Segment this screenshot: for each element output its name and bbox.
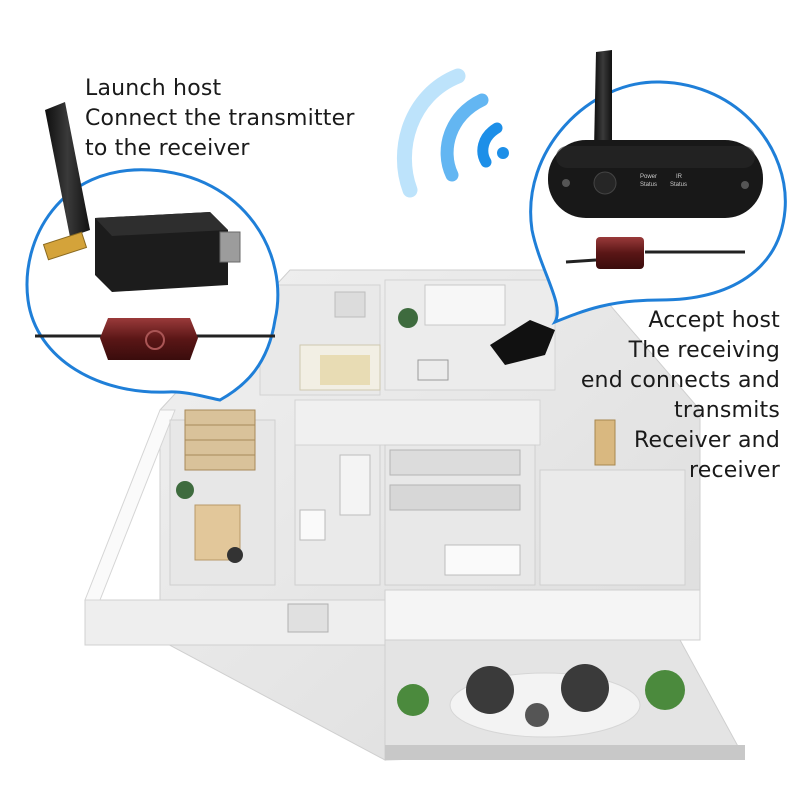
study-chair [227,547,243,563]
ir-status-label-line1: IR [676,174,683,180]
transmitter-antenna [45,102,90,237]
balcony-railing [385,745,745,760]
kitchen-cabinets [389,449,521,476]
ir-sensor-right [596,237,644,269]
transmitter-port [219,231,241,263]
balcony-chair-right [561,664,609,712]
accept-host-line-6: receiver [688,458,780,483]
accept-host-line-4: transmits [674,398,780,423]
bathroom-washer [299,509,326,541]
plant-study [176,481,194,499]
accept-host-line-5: Receiver and [634,428,780,453]
launch-host-line-2: Connect the transmitter [85,106,355,131]
bedroom-rug [320,355,370,385]
power-status-label-line2: Status [640,182,657,188]
accept-host-caption: Accept host The receiving end connects a… [581,306,780,486]
balcony-chair-left [466,666,514,714]
launch-host-title: Launch host [85,76,222,101]
accept-host-bubble: Power Status IR Status [529,50,787,326]
front-wall-right [384,589,701,641]
accept-host-line-3: end connects and [580,368,780,393]
dining-table [444,544,521,576]
power-status-label-line1: Power [640,174,657,180]
bathroom-shower [339,454,371,516]
launch-host-bubble [25,102,280,402]
front-wall [84,599,386,646]
receiver-cable [565,250,745,264]
transmitter-antenna-connector [42,231,88,261]
bedroom-window [334,291,366,318]
plant-piano-room [398,308,418,328]
grand-piano [490,320,555,365]
house-floor-plan [84,269,745,761]
ir-status-label-line2: Status [670,182,687,188]
piano-room-table [417,359,449,381]
hallway-floor [294,399,541,446]
kitchen-counter [389,484,521,511]
left-wall [84,409,176,601]
accept-host-line-2: The receiving [628,338,780,363]
accept-host-title: Accept host [648,308,780,333]
utility-room-floor [539,469,686,586]
receiver-antenna [594,50,612,150]
launch-host-line-3: to the receiver [85,136,250,161]
wifi-signal-icon [396,68,509,198]
balcony-plant-left [397,684,429,716]
balcony-plant-right [645,670,685,710]
ir-sensor-left [100,318,198,360]
front-window [287,603,329,633]
bookshelf-rows [185,424,255,456]
receiver-button [593,171,617,195]
utility-door [594,419,616,466]
balcony-table [525,703,549,727]
launch-host-caption: Launch host Connect the transmitter to t… [85,74,355,164]
piano-room-window [424,284,506,326]
